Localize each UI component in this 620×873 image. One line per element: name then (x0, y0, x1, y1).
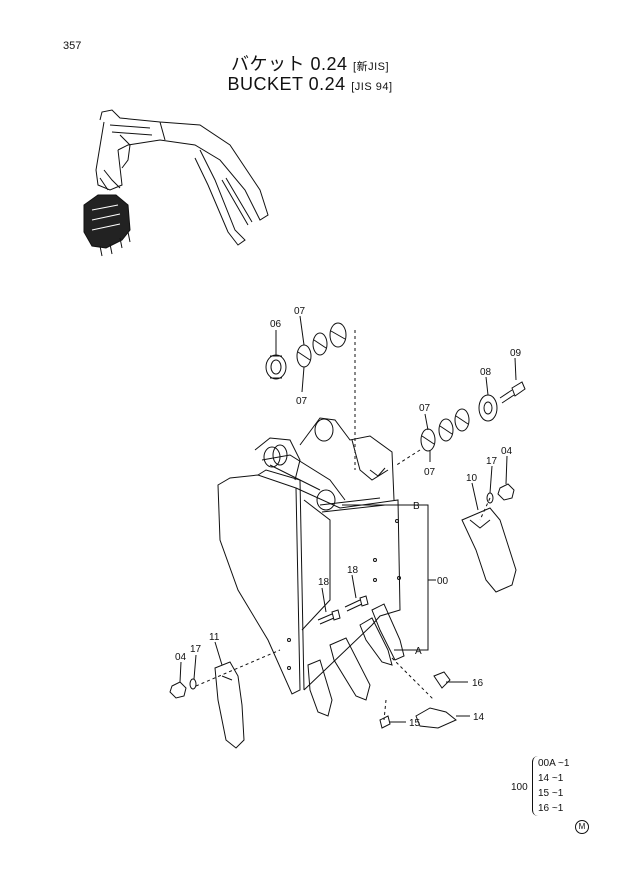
assembly-bracket (342, 504, 429, 651)
title-jp-text: バケット 0.24 (230, 54, 348, 74)
callout-04-right: 04 (501, 446, 513, 457)
plate-08 (478, 394, 498, 422)
quantity-brace (532, 756, 541, 816)
bucket-teeth (307, 603, 405, 717)
shim-07-upper (296, 322, 347, 368)
title-japanese: バケット 0.24 [新JIS] (0, 50, 620, 76)
tooth-14 (415, 707, 457, 729)
callout-18-right: 18 (347, 565, 359, 576)
callout-09: 09 (510, 348, 522, 359)
callout-B: B (413, 501, 420, 512)
quantity-row: 16 ~1 (538, 803, 564, 814)
side-cutter-10 (461, 507, 517, 593)
page-number: 357 (63, 40, 82, 52)
quantity-total: 100 (511, 782, 528, 793)
callout-11: 11 (209, 632, 220, 643)
callout-A: A (415, 646, 422, 657)
bolt-09 (499, 381, 526, 404)
leader-lines (179, 315, 517, 723)
bolt-18-b (344, 595, 369, 612)
excavator-overview-illustration (83, 109, 269, 257)
callout-17-right: 17 (486, 456, 498, 467)
callout-10: 10 (466, 473, 478, 484)
circled-m-mark: M (575, 820, 589, 834)
callout-18-left: 18 (318, 577, 330, 588)
alignment-lines (195, 330, 491, 721)
callout-08: 08 (480, 367, 492, 378)
callout-16: 16 (472, 678, 484, 689)
quantity-row: 00A ~1 (538, 758, 570, 769)
callout-14: 14 (473, 712, 485, 723)
title-en-standard: [JIS 94] (351, 81, 393, 93)
pin-15 (379, 715, 391, 729)
title-en-text: BUCKET 0.24 (227, 74, 346, 94)
quantity-rows: 00A ~1 14 ~1 15 ~1 16 ~1 (538, 756, 569, 816)
title-jp-standard: [新JIS] (353, 61, 390, 73)
callout-04-left: 04 (175, 652, 187, 663)
callout-06: 06 (270, 319, 282, 330)
callout-07-upper-below: 07 (296, 396, 308, 407)
quantity-row: 14 ~1 (538, 773, 564, 784)
callout-15: 15 (409, 718, 421, 729)
shim-07-lower (420, 408, 470, 452)
bucket-body (217, 417, 401, 695)
callout-07-lower-below: 07 (424, 467, 436, 478)
nut-04-right (497, 483, 515, 501)
pin-06 (265, 354, 287, 380)
side-cutter-11 (214, 661, 245, 749)
title-english: BUCKET 0.24 [JIS 94] (0, 74, 620, 95)
nut-04-left (169, 681, 187, 699)
bolt-18-a (317, 609, 341, 625)
lock-16 (433, 671, 451, 689)
callout-00: 00 (437, 576, 449, 587)
callout-07-top: 07 (294, 306, 306, 317)
washer-17-left (189, 678, 197, 690)
callout-07-lower-above: 07 (419, 403, 431, 414)
quantity-row: 15 ~1 (538, 788, 564, 799)
callout-17-left: 17 (190, 644, 202, 655)
